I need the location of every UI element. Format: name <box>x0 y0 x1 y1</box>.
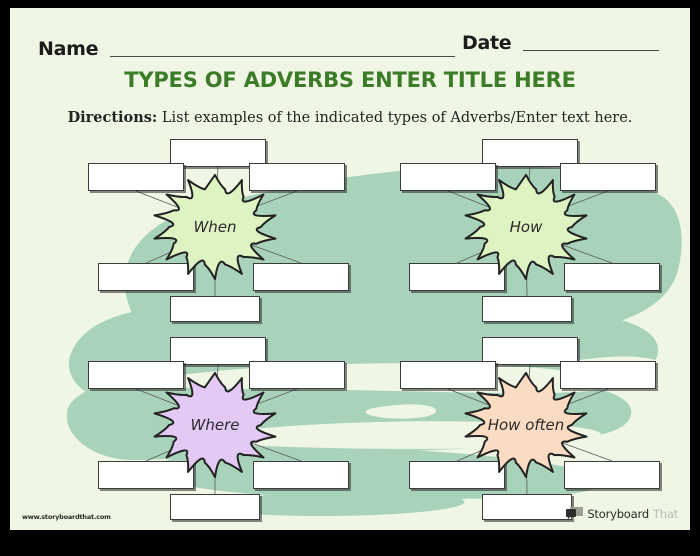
page-title: TYPES OF ADVERBS ENTER TITLE HERE <box>124 68 576 92</box>
directions-instruction: List examples of the indicated types of … <box>161 110 633 126</box>
answer-how-box-lower-left[interactable] <box>409 263 505 291</box>
burst-how-often: How often <box>454 353 598 497</box>
date-label: Date <box>462 32 512 54</box>
answer-how-box-lower-right[interactable] <box>564 263 660 291</box>
burst-shape-where <box>153 371 277 479</box>
directions-text: Directions: List examples of the indicat… <box>10 109 690 126</box>
answer-how-often-box-lower-left[interactable] <box>409 461 505 489</box>
worksheet-canvas: Name Date TYPES OF ADVERBS ENTER TITLE H… <box>10 8 690 530</box>
answer-when-box-upper-right[interactable] <box>249 163 345 191</box>
answer-how-often-box-bottom[interactable] <box>482 494 572 520</box>
logo-text-secondary: That <box>652 507 678 521</box>
answer-how-often-box-lower-right[interactable] <box>564 461 660 489</box>
directions-label: Directions: <box>67 109 158 126</box>
date-input-line[interactable] <box>523 49 660 51</box>
answer-how-box-top[interactable] <box>482 139 578 167</box>
answer-where-box-bottom[interactable] <box>170 494 260 520</box>
burst-shape-how <box>464 173 588 281</box>
burst-shape-when <box>153 173 277 281</box>
answer-when-box-top[interactable] <box>170 139 266 167</box>
answer-where-box-lower-right[interactable] <box>253 461 349 489</box>
answer-where-box-upper-right[interactable] <box>249 361 345 389</box>
answer-how-box-bottom[interactable] <box>482 296 572 322</box>
answer-where-box-lower-left[interactable] <box>98 461 194 489</box>
answer-how-box-upper-right[interactable] <box>560 163 656 191</box>
answer-how-often-box-top[interactable] <box>482 337 578 365</box>
answer-when-box-bottom[interactable] <box>170 296 260 322</box>
answer-when-box-upper-left[interactable] <box>88 163 184 191</box>
speech-bubbles-icon <box>566 507 584 520</box>
name-label: Name <box>38 38 99 60</box>
burst-when: When <box>143 155 287 299</box>
answer-when-box-lower-left[interactable] <box>98 263 194 291</box>
answer-how-often-box-upper-right[interactable] <box>560 361 656 389</box>
answer-how-often-box-upper-left[interactable] <box>400 361 496 389</box>
answer-where-box-upper-left[interactable] <box>88 361 184 389</box>
footer-url: www.storyboardthat.com <box>22 513 111 521</box>
burst-shape-how-often <box>464 371 588 479</box>
burst-how: How <box>454 155 598 299</box>
answer-when-box-lower-right[interactable] <box>253 263 349 291</box>
date-field-row: Date <box>462 32 660 54</box>
name-field-row: Name <box>38 38 456 60</box>
burst-where: Where <box>143 353 287 497</box>
answer-how-box-upper-left[interactable] <box>400 163 496 191</box>
answer-where-box-top[interactable] <box>170 337 266 365</box>
name-input-line[interactable] <box>110 55 456 57</box>
logo-text-primary: Storyboard <box>587 507 649 521</box>
